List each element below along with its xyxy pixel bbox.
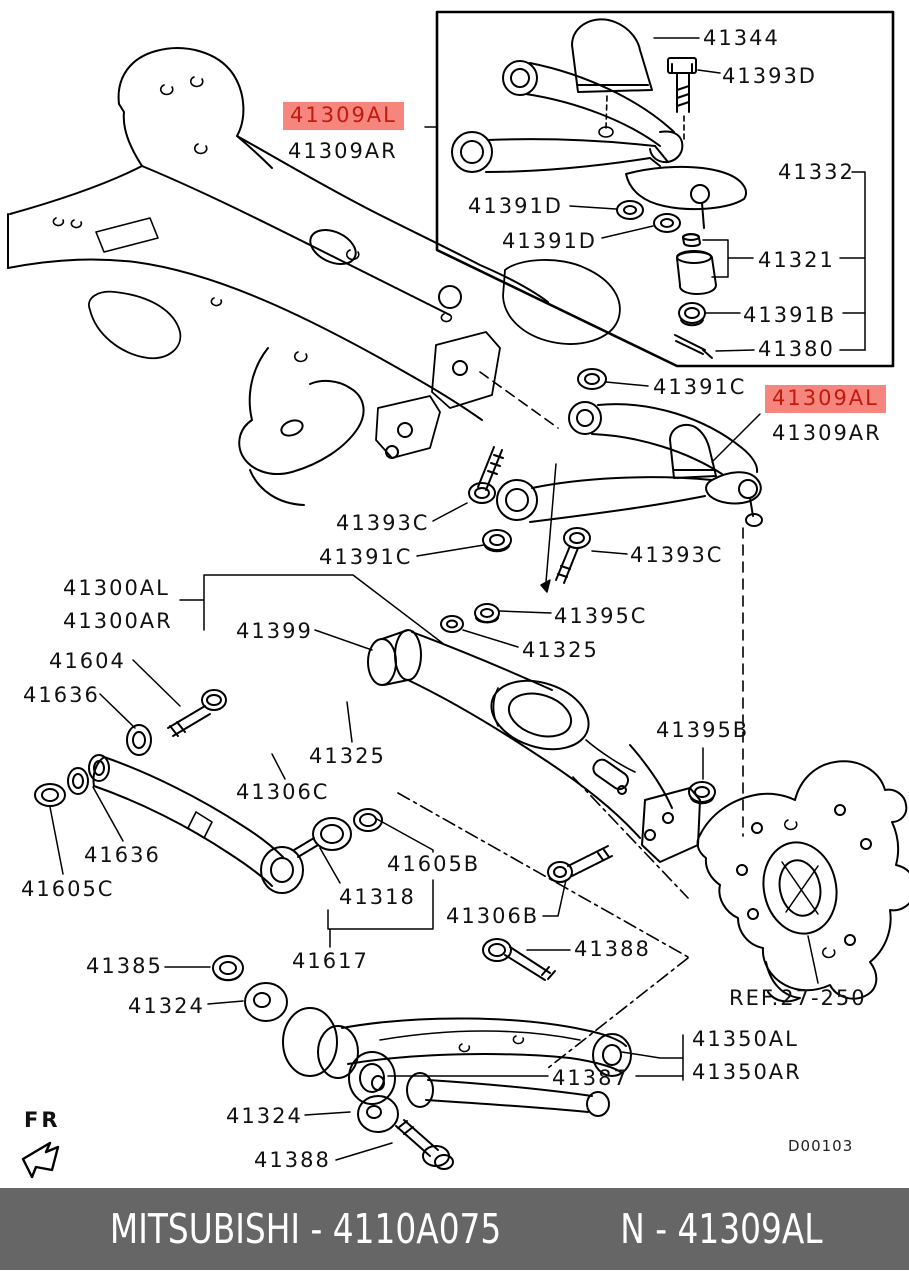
part-label-41605C-27: 41605C (21, 877, 115, 901)
upper-arm-inset (451, 60, 684, 173)
upper-arm-middle (496, 368, 763, 527)
part-label-41350AL-36: 41350AL (692, 1027, 799, 1051)
lower-control-arm (367, 629, 701, 863)
part-label-41393D-1: 41393D (722, 64, 817, 88)
part-label-41306B-30: 41306B (446, 904, 540, 928)
bump-stop (571, 18, 653, 138)
part-label-41300AR-17: 41300AR (63, 609, 173, 633)
subframe (7, 47, 621, 506)
part-label-41380-7: 41380 (758, 337, 835, 361)
part-label-41604-19: 41604 (49, 649, 126, 673)
part-label-41309AL-11: 41309AL (765, 385, 886, 414)
trailing-link (34, 689, 383, 894)
leader-lines (49, 381, 819, 1161)
part-label-41391C-14: 41391C (319, 545, 413, 569)
part-label-41387-38: 41387 (552, 1066, 629, 1090)
part-label-41391D-3: 41391D (468, 194, 563, 218)
part-label-41309AR-12: 41309AR (772, 421, 882, 445)
part-label-41393C-15: 41393C (630, 543, 724, 567)
part-label-41391D-4: 41391D (502, 229, 597, 253)
part-label-41325-22: 41325 (522, 638, 599, 662)
part-label-41395C-21: 41395C (554, 604, 648, 628)
part-label-41318-29: 41318 (339, 885, 416, 909)
part-label-41332-2: 41332 (778, 160, 855, 184)
inset-box (435, 10, 895, 368)
part-label-41393C-13: 41393C (336, 511, 430, 535)
part-label-41399-18: 41399 (236, 619, 313, 643)
part-label-41605B-28: 41605B (387, 852, 481, 876)
part-label-41321-5: 41321 (758, 248, 835, 272)
construction-lines (397, 371, 744, 1069)
part-label-41636-20: 41636 (23, 683, 100, 707)
part-label-41350AR-37: 41350AR (692, 1060, 802, 1084)
inset-leaders (424, 37, 866, 352)
footer-part-ref: N - 41309AL (619, 1205, 823, 1253)
part-label-41306C-24: 41306C (236, 780, 330, 804)
part-label-41324-39: 41324 (226, 1104, 303, 1128)
part-label-41388-31: 41388 (574, 937, 651, 961)
part-label-41636-26: 41636 (84, 843, 161, 867)
lateral-arms (212, 845, 632, 1170)
part-label-41617-33: 41617 (292, 949, 369, 973)
part-label-41391B-6: 41391B (743, 303, 837, 327)
part-label-41324-34: 41324 (128, 994, 205, 1018)
fr-arrow (21, 1141, 60, 1179)
knuckle (696, 760, 909, 1003)
footer-bar: MITSUBISHI - 4110A075 N - 41309AL (0, 1188, 909, 1270)
part-label-41395B-25: 41395B (656, 718, 750, 742)
part-label-REF.27-250-35: REF.27-250 (729, 986, 867, 1010)
part-label-41309AL-8: 41309AL (283, 102, 404, 131)
fr-direction-label: FR (24, 1108, 61, 1132)
bolt-41393D (667, 57, 697, 143)
part-label-41385-32: 41385 (86, 954, 163, 978)
drawing-number-watermark: D00103 (788, 1137, 854, 1155)
part-label-41388-40: 41388 (254, 1148, 331, 1172)
part-label-41300AL-16: 41300AL (63, 576, 170, 600)
part-label-41344-0: 41344 (703, 26, 780, 50)
ball-joint-group (616, 165, 747, 359)
middle-hardware (440, 446, 716, 805)
footer-brand-part: MITSUBISHI - 4110A075 (110, 1205, 502, 1253)
part-label-41391C-10: 41391C (653, 375, 747, 399)
part-label-41309AR-9: 41309AR (288, 139, 398, 163)
part-label-41325-23: 41325 (309, 744, 386, 768)
